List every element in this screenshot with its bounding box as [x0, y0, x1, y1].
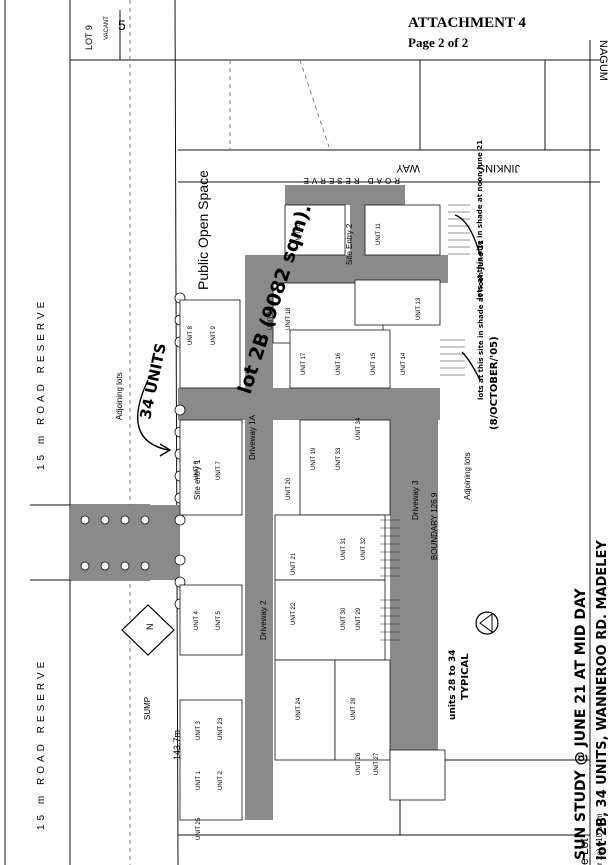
- nagum-label: NAGUM: [597, 40, 609, 81]
- lot-number-label: 5: [118, 17, 126, 33]
- unit-label: UNIT 26: [356, 752, 362, 775]
- north-arrow-right: [475, 611, 499, 635]
- dimension-label: 143.7m: [172, 730, 182, 760]
- boundary-label: BOUNDARY 126.9: [430, 492, 439, 560]
- unit-label: UNIT 5: [216, 610, 222, 630]
- shade-note-1: lots at this site in shade at noon June …: [476, 140, 484, 300]
- unit-label: UNIT 25: [196, 817, 202, 840]
- unit-label: UNIT 13: [416, 297, 422, 320]
- road-reserve-bottom-label: 15 m ROAD RESERVE: [36, 658, 47, 830]
- unit-label: UNIT 20: [286, 477, 292, 500]
- unit-label: UNIT 15: [371, 352, 377, 375]
- unit-label: UNIT 9: [211, 325, 217, 345]
- vacant-label: VACANT: [104, 16, 110, 40]
- unit-label: UNIT 4: [194, 610, 200, 630]
- unit-label: UNIT 24: [296, 697, 302, 720]
- public-open-space-label: Public Open Space: [195, 170, 211, 290]
- date-note: (8/OCTOBER/'05): [489, 336, 500, 430]
- unit-label: UNIT 7: [216, 460, 222, 480]
- north-label: N: [145, 624, 155, 631]
- sump-label: SUMP: [143, 697, 152, 720]
- unit-label: UNIT 31: [341, 537, 347, 560]
- site-entry-1-label: Site entry 1: [193, 459, 202, 500]
- road-reserve-upper-label: ROAD RESERVE: [301, 176, 400, 185]
- page-indicator: Page 2 of 2: [408, 35, 469, 50]
- unit-label: UNIT 32: [361, 537, 367, 560]
- unit-label: UNIT 33: [336, 447, 342, 470]
- driveway-2-label: Driveway 2: [259, 600, 268, 640]
- lot-note-line2: 34 UNITS: [136, 341, 170, 421]
- lot-label: LOT 9: [84, 25, 94, 50]
- adjoining-lots-right: Adjoining lots: [463, 452, 472, 500]
- unit-label: UNIT 30: [341, 607, 347, 630]
- driveway-1a-label: Driveway 1A: [248, 414, 257, 460]
- unit-label: UNIT 3: [196, 720, 202, 740]
- shade-note-2: lots at this site in shade at noon June …: [477, 240, 485, 400]
- unit-label: UNIT 11: [376, 223, 382, 245]
- site-entry-2-label: Site Entry 2: [345, 223, 354, 265]
- unit-label: UNIT 27: [374, 752, 380, 775]
- unit-label: UNIT 1: [196, 770, 202, 790]
- unit-label: UNIT 21: [291, 552, 297, 575]
- driveways: [70, 185, 448, 820]
- unit-label: UNIT 28: [351, 697, 357, 720]
- unit-label: UNIT 29: [356, 607, 362, 630]
- road-reserve-top-label: 15 m ROAD RESERVE: [36, 298, 47, 470]
- unit-label: UNIT 2: [218, 770, 224, 790]
- unit-label: UNIT 23: [218, 717, 224, 740]
- annotation-arrows: [136, 214, 481, 457]
- unit-blocks: [179, 204, 446, 821]
- shade-hatching: [380, 204, 470, 641]
- lot-bottom-area: r 2a) 610 sq.m: [595, 813, 604, 865]
- units-typical-line1: units 28 to 34: [448, 650, 458, 721]
- lot-bottom-label: e Lot: [577, 838, 591, 865]
- unit-label: UNIT 8: [188, 325, 194, 345]
- unit-label: UNIT 22: [291, 602, 297, 625]
- road-dash-lines: [129, 0, 331, 865]
- north-arrow-left: [121, 604, 175, 656]
- sun-study-line1: SUN STUDY @ JUNE 21 AT MID DAY: [573, 587, 589, 860]
- unit-label: UNIT 10: [296, 222, 302, 245]
- adjoining-lots-left: Adjoining lots: [115, 372, 124, 420]
- road-name-label: JINKINS: [478, 162, 520, 174]
- attachment-title: ATTACHMENT 4: [408, 15, 526, 31]
- driveway-3-label: Driveway 3: [411, 480, 420, 520]
- boundary-lines: [4, 0, 600, 865]
- unit-label: UNIT 12: [268, 307, 274, 330]
- unit-label: UNIT 16: [336, 352, 342, 375]
- unit-label: UNIT 19: [311, 447, 317, 470]
- unit-label: UNIT 6: [194, 460, 200, 480]
- unit-label: UNIT 17: [301, 352, 307, 375]
- unit-label: UNIT 14: [401, 352, 407, 375]
- unit-label: UNIT 34: [356, 417, 362, 440]
- sun-study-line2: lot 2B, 34 UNITS, WANNEROO RD. MADELEY: [595, 540, 610, 860]
- unit-label: UNIT 18: [286, 307, 292, 330]
- units-typical-line2: TYPICAL: [460, 653, 471, 700]
- way-label: WAY: [396, 162, 420, 174]
